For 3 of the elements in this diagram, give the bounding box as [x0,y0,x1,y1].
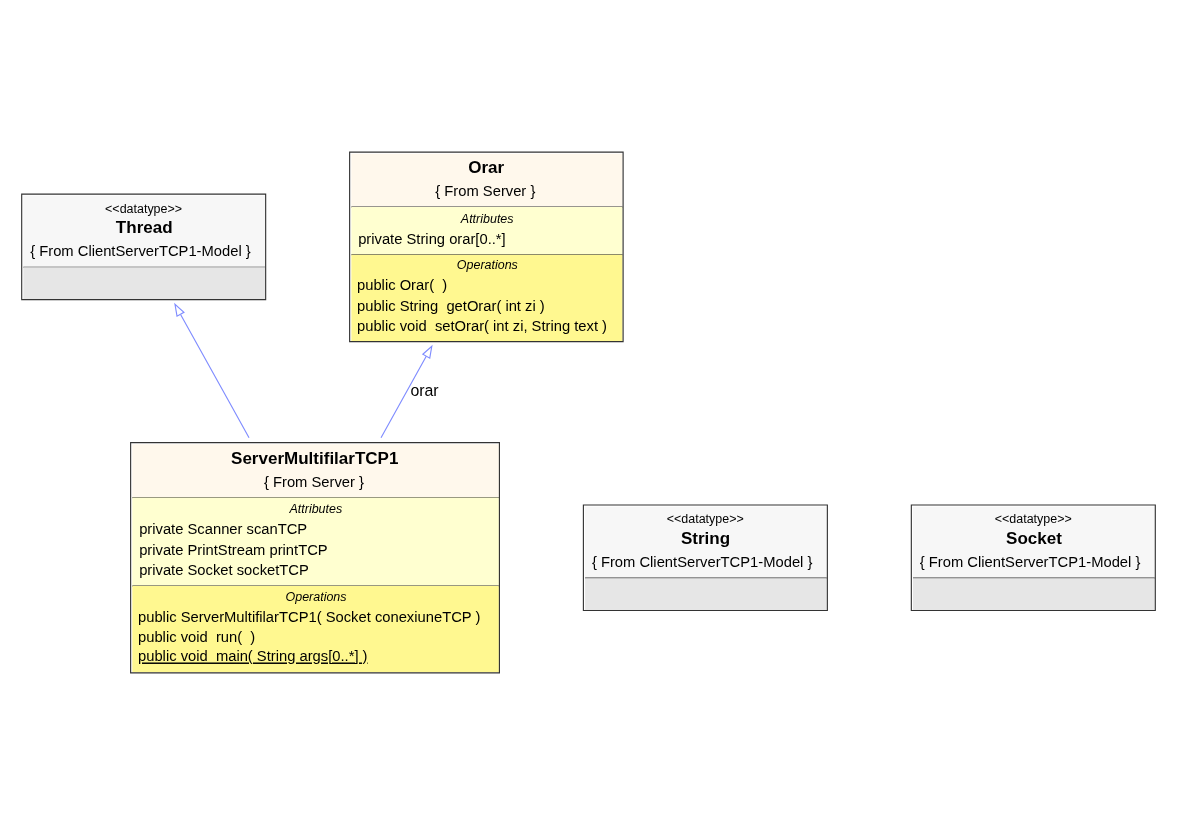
arrow [174,302,250,439]
edge-label: orar [410,382,439,400]
arrow [380,344,433,439]
